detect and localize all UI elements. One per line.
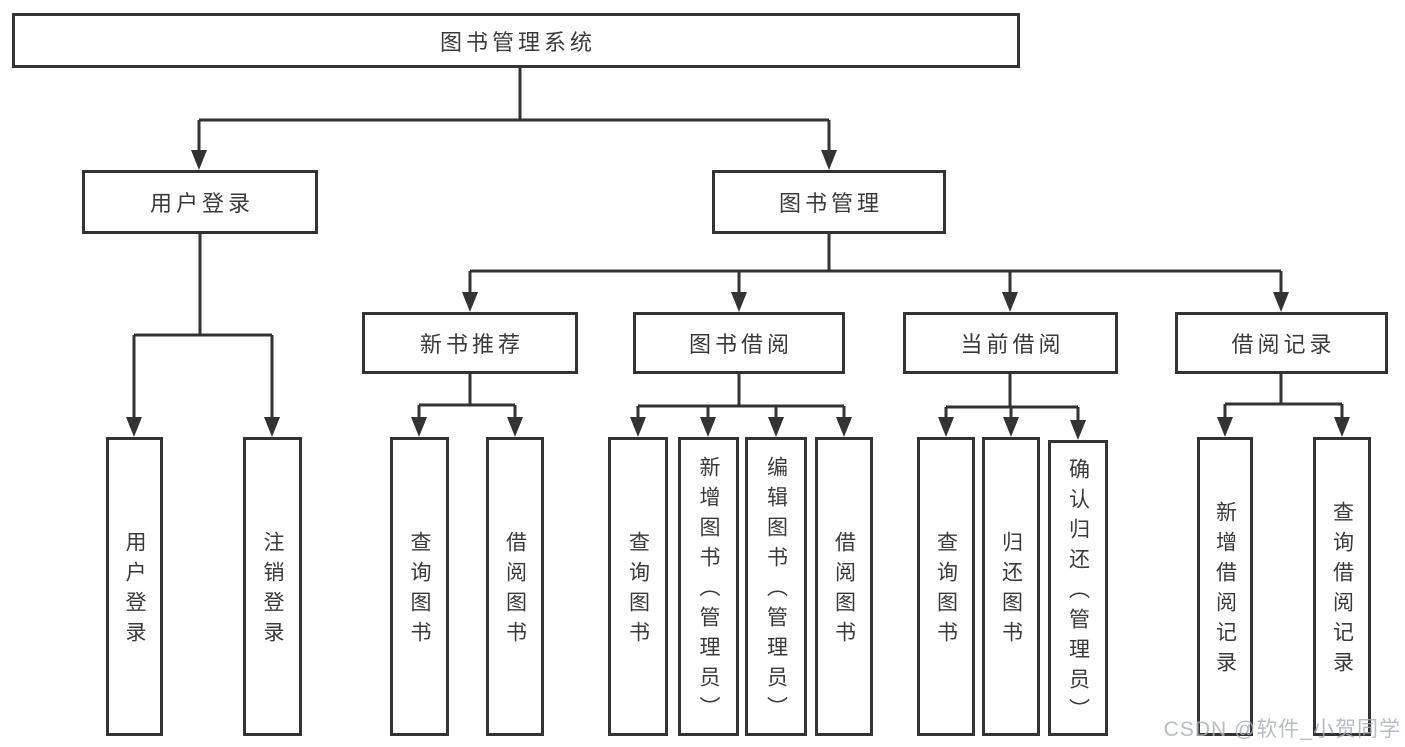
leaf-edit-book-admin: 编辑图书（管理员） xyxy=(745,437,807,736)
leaf-add-borrow-record: 新增借阅记录 xyxy=(1197,437,1253,736)
leaf-query-books-borrow: 查询图书 xyxy=(608,437,668,736)
node-borrow-records: 借阅记录 xyxy=(1175,312,1388,374)
csdn-watermark: CSDN @软件_小贺同学 xyxy=(1163,718,1401,741)
leaf-query-books-borrow-label: 查询图书 xyxy=(626,531,650,651)
leaf-return-book: 归还图书 xyxy=(982,437,1040,736)
node-current-borrow: 当前借阅 xyxy=(903,312,1118,374)
leaf-add-book-admin: 新增图书（管理员） xyxy=(678,437,739,736)
node-user-login: 用户登录 xyxy=(82,170,318,234)
leaf-add-borrow-record-label: 新增借阅记录 xyxy=(1213,501,1237,681)
leaf-confirm-return-admin: 确认归还（管理员） xyxy=(1048,440,1108,736)
leaf-user-login: 用户登录 xyxy=(106,437,163,736)
node-book-borrow: 图书借阅 xyxy=(633,312,845,374)
leaf-query-books-current-label: 查询图书 xyxy=(934,531,958,651)
leaf-borrow-books-recommend-label: 借阅图书 xyxy=(503,531,527,651)
leaf-query-borrow-record-label: 查询借阅记录 xyxy=(1330,501,1354,681)
leaf-borrow-books-recommend: 借阅图书 xyxy=(486,437,544,736)
leaf-query-books-recommend: 查询图书 xyxy=(390,437,449,736)
leaf-confirm-return-admin-label: 确认归还（管理员） xyxy=(1066,457,1090,728)
leaf-query-books-recommend-label: 查询图书 xyxy=(408,531,431,651)
node-book-management: 图书管理 xyxy=(712,170,946,234)
leaf-edit-book-admin-label: 编辑图书（管理员） xyxy=(764,456,788,726)
leaf-query-borrow-record: 查询借阅记录 xyxy=(1313,437,1371,736)
leaf-borrow-books-2-label: 借阅图书 xyxy=(832,531,856,651)
leaf-add-book-admin-label: 新增图书（管理员） xyxy=(697,456,720,726)
leaf-user-login-label: 用户登录 xyxy=(123,531,146,651)
leaf-borrow-books-2: 借阅图书 xyxy=(815,437,873,736)
leaf-query-books-current: 查询图书 xyxy=(917,437,975,736)
leaf-logout-label: 注销登录 xyxy=(261,531,284,651)
node-library-management-system: 图书管理系统 xyxy=(12,13,1020,68)
leaf-logout: 注销登录 xyxy=(243,437,302,736)
node-new-book-recommend: 新书推荐 xyxy=(362,312,578,374)
leaf-return-book-label: 归还图书 xyxy=(999,531,1023,651)
